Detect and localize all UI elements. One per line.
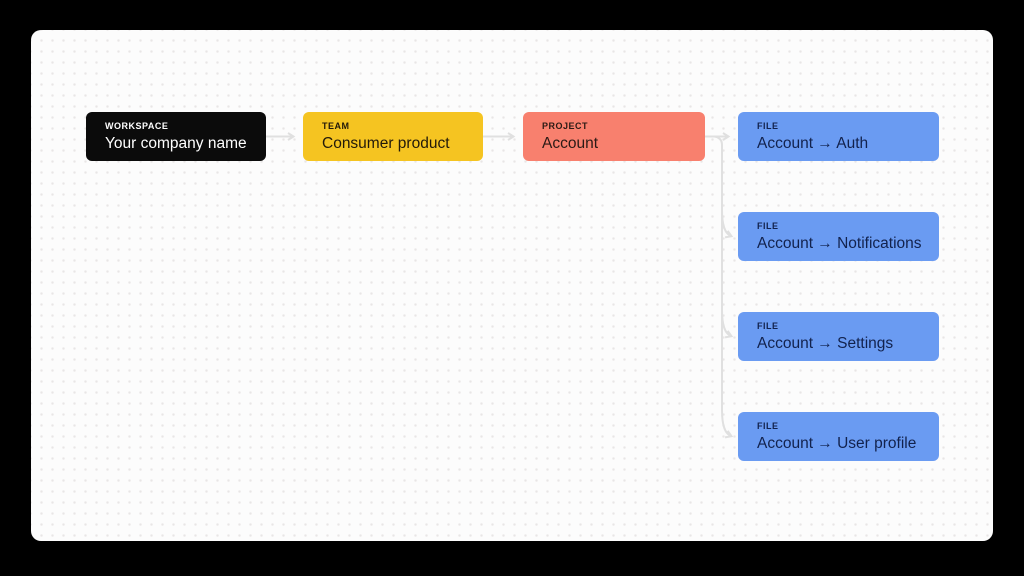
connector-trunk-vertical	[713, 135, 723, 411]
node-file-notifications[interactable]: FILE Account → Notifications	[738, 212, 939, 261]
node-type-label: FILE	[757, 421, 779, 431]
node-type-label: FILE	[757, 221, 779, 231]
node-title: Account	[542, 135, 599, 152]
connector-branch-file-user-profile	[721, 409, 734, 439]
node-project[interactable]: PROJECT Account	[523, 112, 705, 161]
node-type-label: PROJECT	[542, 121, 589, 131]
diagram-canvas[interactable]: WORKSPACE Your company name TEAM Consume…	[31, 30, 993, 541]
node-title: Account → Auth	[757, 135, 869, 152]
node-workspace[interactable]: WORKSPACE Your company name	[86, 112, 266, 161]
connector-branch-file-notifications	[721, 209, 734, 239]
node-file-user-profile[interactable]: FILE Account → User profile	[738, 412, 939, 461]
node-file-auth[interactable]: FILE Account → Auth	[738, 112, 939, 161]
node-type-label: WORKSPACE	[105, 121, 169, 131]
connector-lines	[266, 132, 734, 439]
node-type-label: FILE	[757, 321, 779, 331]
connector-branch-file-settings	[721, 309, 734, 339]
node-title: Account → Settings	[757, 335, 894, 352]
node-team[interactable]: TEAM Consumer product	[303, 112, 483, 161]
node-file-settings[interactable]: FILE Account → Settings	[738, 312, 939, 361]
node-title: Your company name	[105, 135, 247, 152]
node-type-label: FILE	[757, 121, 779, 131]
node-title: Consumer product	[322, 135, 450, 152]
node-title: Account → User profile	[757, 435, 917, 452]
node-title: Account → Notifications	[757, 235, 922, 252]
node-type-label: TEAM	[322, 121, 350, 131]
